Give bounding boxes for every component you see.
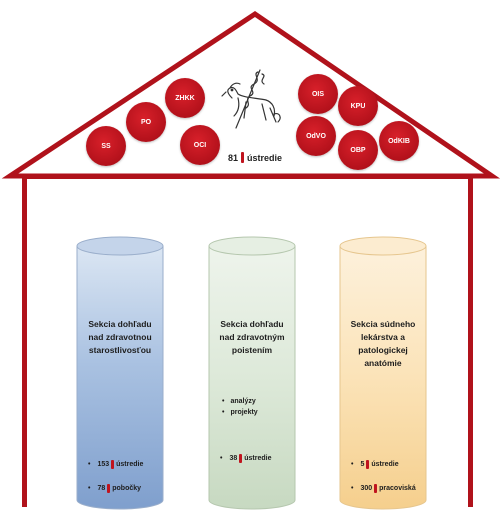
stat-label: pobočky (112, 485, 142, 492)
dept-circle-ois: OIS (298, 74, 338, 114)
section-title: Sekcia dohľadu nad zdravotným poistením (219, 319, 285, 355)
section-pillar-insurance: Sekcia dohľadu nad zdravotným poistením … (208, 236, 296, 510)
dept-circle-oci: OCI (180, 125, 220, 165)
bullet-item: projekty (222, 407, 257, 418)
stat-count: 153 (97, 461, 110, 468)
dept-circle-odkib: OdKIB (379, 121, 419, 161)
stat-hq: 5 ústredie (351, 460, 399, 469)
hq-label: ústredie (247, 152, 283, 163)
dept-label: OdVO (306, 132, 326, 140)
stat-label: ústredie (116, 461, 144, 468)
person-marker-icon (374, 484, 378, 493)
stat-count: 38 (229, 455, 238, 462)
stat-label: pracoviská (379, 485, 416, 492)
person-marker-icon (366, 460, 370, 469)
section-pillar-forensic: Sekcia súdneho lekárstva a patologickej … (339, 236, 427, 510)
person-marker-icon (107, 484, 111, 493)
section-pillar-care: Sekcia dohľadu nad zdravotnou starostliv… (76, 236, 164, 510)
person-marker-icon (239, 454, 243, 463)
stat-workplaces: 300 pracoviská (351, 484, 416, 493)
dept-circle-odvo: OdVO (296, 116, 336, 156)
person-marker-icon (241, 152, 245, 163)
dept-label: SS (101, 142, 111, 150)
caduceus-horse-logo (221, 69, 281, 129)
dept-label: OBP (350, 146, 366, 154)
pillar-shape (208, 236, 296, 510)
dept-label: OIS (311, 90, 325, 98)
dept-label: OdKIB (388, 137, 410, 145)
dept-circle-po: PO (126, 102, 166, 142)
section-bullets: analýzy projekty (222, 396, 258, 418)
section-title: Sekcia dohľadu nad zdravotnou starostliv… (88, 319, 152, 355)
stat-count: 5 (360, 461, 365, 468)
stat-hq: 153 ústredie (88, 460, 143, 469)
pillar-shape (339, 236, 427, 510)
dept-label: KPU (350, 102, 366, 110)
stat-count: 300 (360, 485, 373, 492)
dept-label: OCI (193, 141, 207, 149)
stat-label: ústredie (371, 461, 399, 468)
stat-hq: 38 ústredie (220, 454, 271, 463)
dept-circle-ss: SS (86, 126, 126, 166)
stat-count: 78 (97, 485, 106, 492)
dept-label: PO (140, 118, 152, 126)
hq-headcount: 81 ústredie (228, 152, 282, 163)
house-walls (22, 174, 473, 507)
section-title: Sekcia súdneho lekárstva a patologickej … (350, 319, 416, 368)
hq-count: 81 (228, 152, 239, 163)
pillar-shape (76, 236, 164, 510)
stat-label: ústredie (244, 455, 272, 462)
dept-circle-obp: OBP (338, 130, 378, 170)
stat-branches: 78 pobočky (88, 484, 141, 493)
dept-circle-kpu: KPU (338, 86, 378, 126)
dept-label: ZHKK (175, 94, 195, 102)
person-marker-icon (111, 460, 115, 469)
dept-circle-zhkk: ZHKK (165, 78, 205, 118)
bullet-item: analýzy (222, 396, 258, 407)
